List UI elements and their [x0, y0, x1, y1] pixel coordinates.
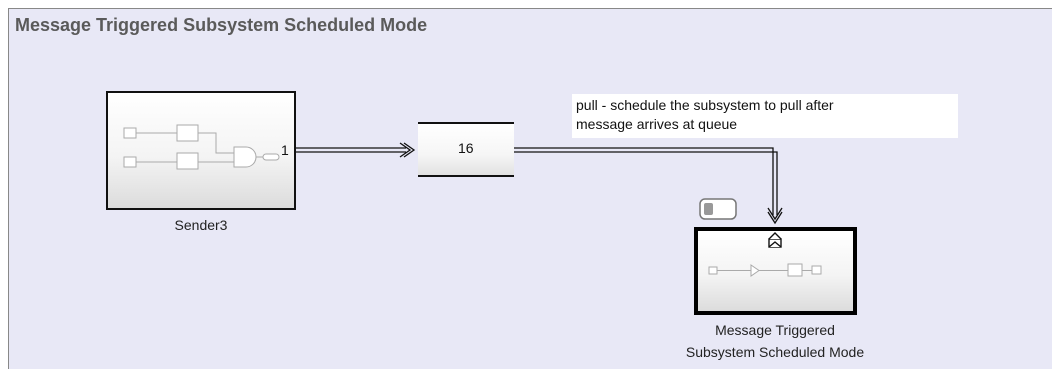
envelope-trigger-icon — [768, 232, 782, 248]
toggle-icon[interactable] — [699, 198, 739, 220]
area-title: Message Triggered Subsystem Scheduled Mo… — [15, 15, 428, 35]
queue-block[interactable] — [418, 122, 514, 177]
subsystem-block-icon — [708, 263, 822, 277]
message-line-queue-to-subsystem[interactable] — [514, 147, 783, 225]
sender-output-port-label: 1 — [281, 142, 289, 158]
pull-annotation: pull - schedule the subsystem to pull af… — [572, 94, 958, 138]
sender-block[interactable] — [106, 91, 296, 210]
pull-annotation-line-2: message arrives at queue — [576, 116, 738, 132]
queue-value: 16 — [458, 140, 474, 156]
subsystem-block-label-line-1: Message Triggered — [715, 322, 835, 338]
pull-annotation-line-1: pull - schedule the subsystem to pull af… — [576, 97, 834, 113]
subsystem-block-label-line-2: Subsystem Scheduled Mode — [685, 344, 865, 360]
sender-block-icon — [123, 124, 280, 170]
message-line-sender-to-queue[interactable] — [295, 142, 416, 158]
sender-block-label: Sender3 — [174, 217, 228, 233]
